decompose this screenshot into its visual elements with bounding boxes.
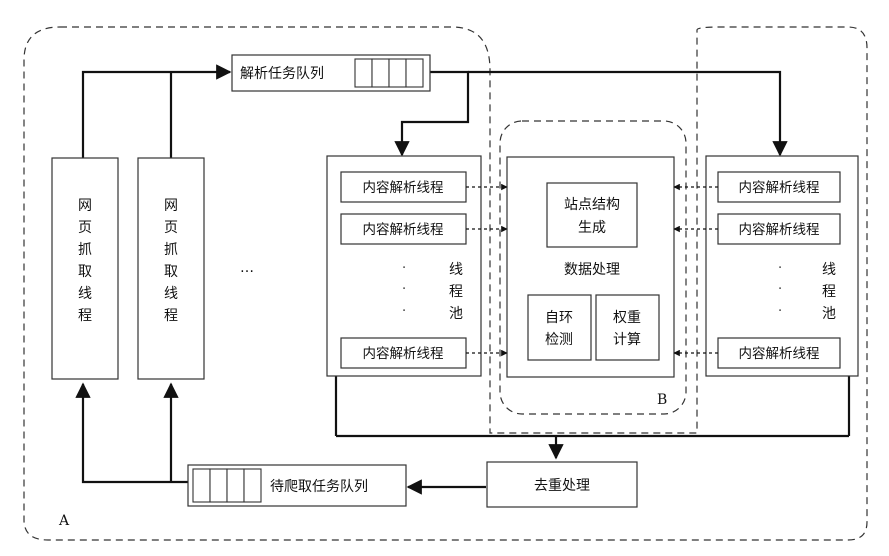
- site-structure-box: [546, 182, 638, 248]
- left-pool-dot-1: ·: [402, 261, 406, 276]
- right-pool-label: 线程池: [822, 262, 836, 322]
- crawl-thread-1-label: 网页抓取线程: [78, 198, 92, 324]
- loop-detection-line-1: 自环: [545, 310, 573, 326]
- right-thread-pool: 内容解析线程 内容解析线程 内容解析线程 · · · 线程池: [705, 155, 859, 377]
- right-parse-thread-1-label: 内容解析线程: [739, 179, 820, 196]
- left-pool-dot-2: ·: [402, 282, 406, 297]
- left-parse-thread-3-label: 内容解析线程: [363, 345, 444, 362]
- site-structure-line-2: 生成: [578, 220, 606, 236]
- crawl-thread-1: 网页抓取线程: [51, 157, 119, 380]
- loop-detection-line-2: 检测: [545, 332, 573, 348]
- data-processing-block: 站点结构 生成 数据处理 自环 检测 权重 计算: [506, 156, 675, 378]
- dedup-block: 去重处理: [486, 461, 638, 508]
- region-b-boundary: [499, 120, 687, 415]
- data-processing-label: 数据处理: [564, 262, 620, 278]
- weight-calc-line-1: 权重: [613, 310, 641, 326]
- right-pool-dot-1: ·: [778, 261, 782, 276]
- crawl-thread-2: 网页抓取线程: [137, 157, 205, 380]
- left-thread-pool: 内容解析线程 内容解析线程 内容解析线程 · · · 线程池: [326, 155, 482, 377]
- right-parse-thread-1: [717, 171, 841, 203]
- right-pool-dot-2: ·: [778, 282, 782, 297]
- left-pool-dot-3: ·: [402, 304, 406, 319]
- region-a-label: A: [58, 513, 70, 529]
- loop-detection-box: [527, 294, 592, 361]
- left-parse-thread-3: [340, 337, 467, 369]
- flow-queue-to-left-pool: [394, 70, 470, 157]
- right-pool-dot-3: ·: [778, 304, 782, 319]
- weight-calc-box: [595, 294, 660, 361]
- left-pool-label: 线程池: [449, 262, 463, 322]
- crawl-task-queue: 待爬取任务队列: [187, 464, 407, 507]
- crawl-queue-label: 待爬取任务队列: [270, 479, 368, 495]
- left-parse-thread-2: [340, 213, 467, 245]
- site-structure-line-1: 站点结构: [564, 197, 620, 213]
- left-parse-thread-1-label: 内容解析线程: [363, 179, 444, 196]
- parse-task-queue: 解析任务队列: [231, 54, 431, 92]
- crawl-thread-2-label: 网页抓取线程: [164, 198, 178, 324]
- right-parse-thread-3: [717, 337, 841, 369]
- right-parse-thread-2-label: 内容解析线程: [739, 221, 820, 238]
- parse-queue-label: 解析任务队列: [240, 66, 324, 82]
- thread-ellipsis: …: [240, 260, 254, 276]
- right-parse-thread-3-label: 内容解析线程: [739, 345, 820, 362]
- flow-queue-to-right-pool: [468, 70, 788, 157]
- right-parse-thread-2: [717, 213, 841, 245]
- flow-crawl-queue-to-threads: [75, 382, 188, 484]
- left-parse-thread-2-label: 内容解析线程: [363, 221, 444, 238]
- left-parse-thread-1: [340, 171, 467, 203]
- region-b-label: B: [657, 392, 667, 408]
- flow-crawl-to-parse-queue: [81, 64, 232, 158]
- dedup-label: 去重处理: [534, 478, 590, 494]
- weight-calc-line-2: 计算: [613, 332, 641, 348]
- region-a-boundary: [23, 26, 868, 541]
